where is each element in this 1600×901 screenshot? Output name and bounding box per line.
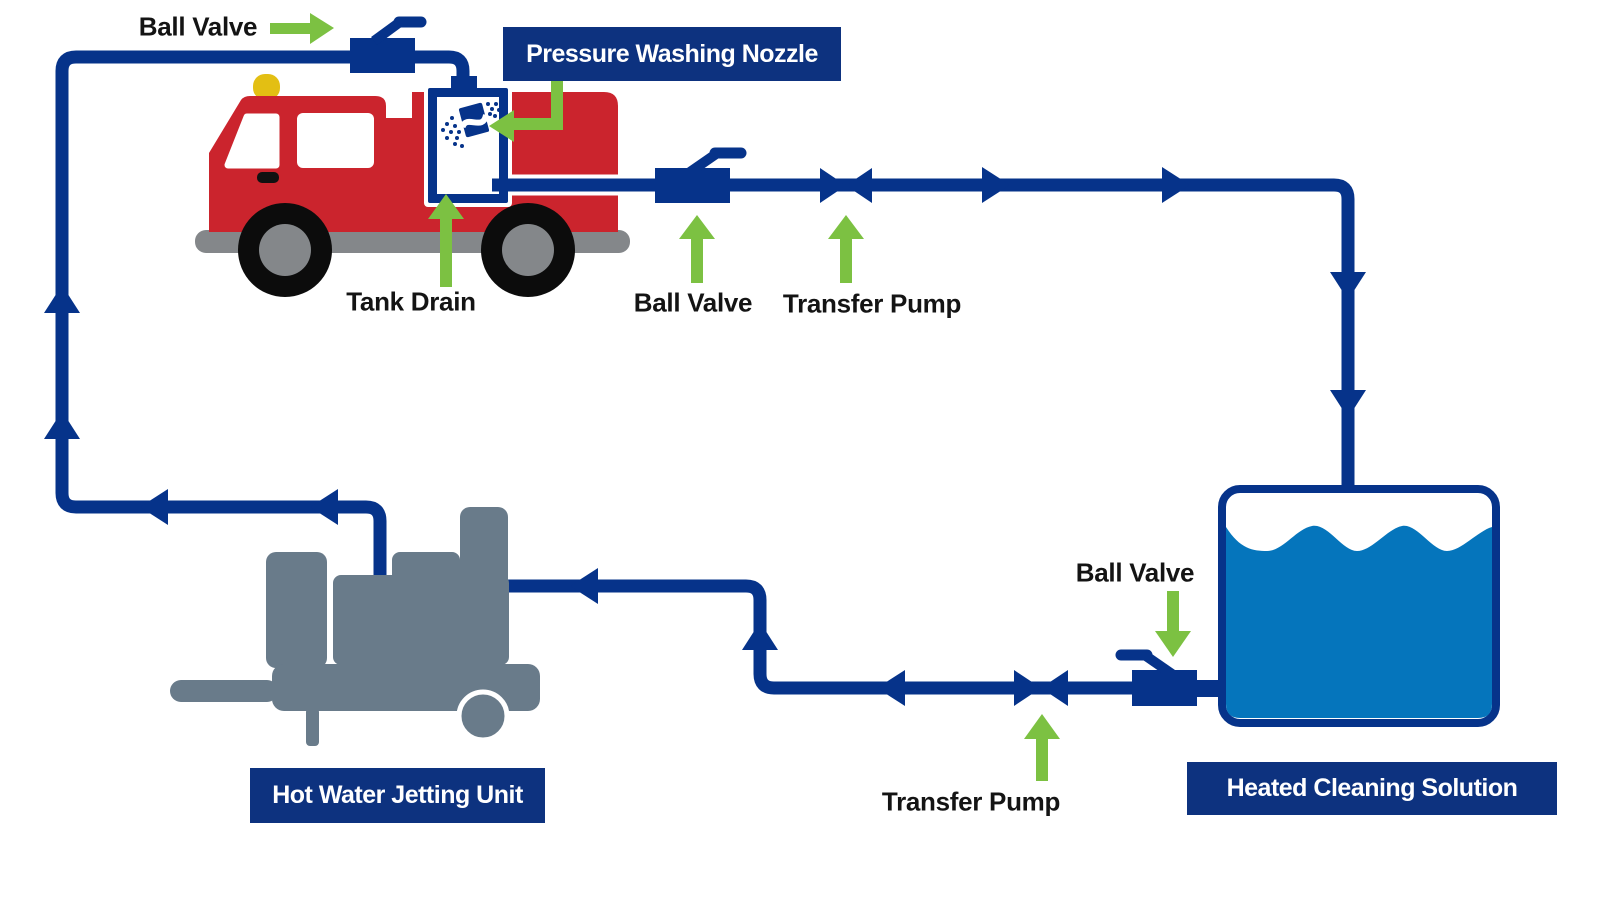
pointer-arrow-icon — [679, 215, 715, 283]
wheel-icon — [238, 203, 332, 297]
annotation-pointers — [270, 13, 1191, 781]
flow-arrow-icon — [1330, 390, 1366, 418]
pointer-arrow-icon — [270, 13, 334, 44]
pressure-washing-nozzle-label: Pressure Washing Nozzle — [503, 27, 841, 81]
transfer-pump-line-label: Transfer Pump — [782, 288, 962, 319]
ball-valve-icon — [1115, 649, 1197, 706]
side-window — [297, 113, 374, 168]
beacon-icon — [253, 74, 280, 100]
cleaning-solution-liquid — [1226, 525, 1492, 718]
fire-truck-icon — [195, 74, 630, 297]
pointer-arrow-icon — [489, 81, 563, 142]
ball-valve-line-label: Ball Valve — [633, 287, 753, 318]
pointer-arrow-icon — [428, 194, 464, 287]
pointer-arrow-icon — [828, 215, 864, 283]
flow-arrow-icon — [742, 622, 778, 650]
flow-arrow-icon — [140, 489, 168, 525]
pointer-arrow-icon — [1155, 591, 1191, 657]
flow-arrow-icon — [44, 285, 80, 313]
flow-arrow-icon — [570, 568, 598, 604]
flow-arrow-icon — [44, 411, 80, 439]
flow-arrow-icon — [1330, 272, 1366, 300]
solution-tank-icon — [1218, 485, 1500, 727]
flow-arrow-icon — [982, 167, 1010, 203]
transfer-pump-tank-label: Transfer Pump — [881, 786, 1061, 817]
transfer-pump-icon — [820, 168, 872, 203]
door-handle — [257, 172, 279, 183]
tank-drain-icon — [424, 84, 512, 207]
spray-dots — [441, 102, 501, 148]
hot-water-jetting-unit-label: Hot Water Jetting Unit — [250, 768, 545, 823]
pressure-nozzle-icon — [441, 102, 501, 148]
flow-arrow-icon — [310, 489, 338, 525]
ball-valve-icon — [655, 147, 747, 203]
pipe-tank-to-jetter — [500, 568, 1225, 706]
transfer-pump-icon — [1014, 670, 1068, 706]
windshield — [224, 113, 280, 169]
ball-valve-top-label: Ball Valve — [138, 11, 258, 42]
flow-arrow-icon — [877, 670, 905, 706]
jetting-unit-icon — [170, 507, 540, 746]
heated-cleaning-solution-label: Heated Cleaning Solution — [1187, 762, 1557, 815]
ball-valve-icon — [350, 16, 477, 92]
ball-valve-tank-label: Ball Valve — [1075, 557, 1195, 588]
pipe-truck-to-tank — [492, 147, 1366, 492]
tank-drain-label: Tank Drain — [346, 286, 476, 317]
wheel-icon — [481, 203, 575, 297]
flow-arrow-icon — [1162, 167, 1190, 203]
pointer-arrow-icon — [1024, 714, 1060, 781]
pipe-jetter-to-truck — [44, 50, 387, 592]
